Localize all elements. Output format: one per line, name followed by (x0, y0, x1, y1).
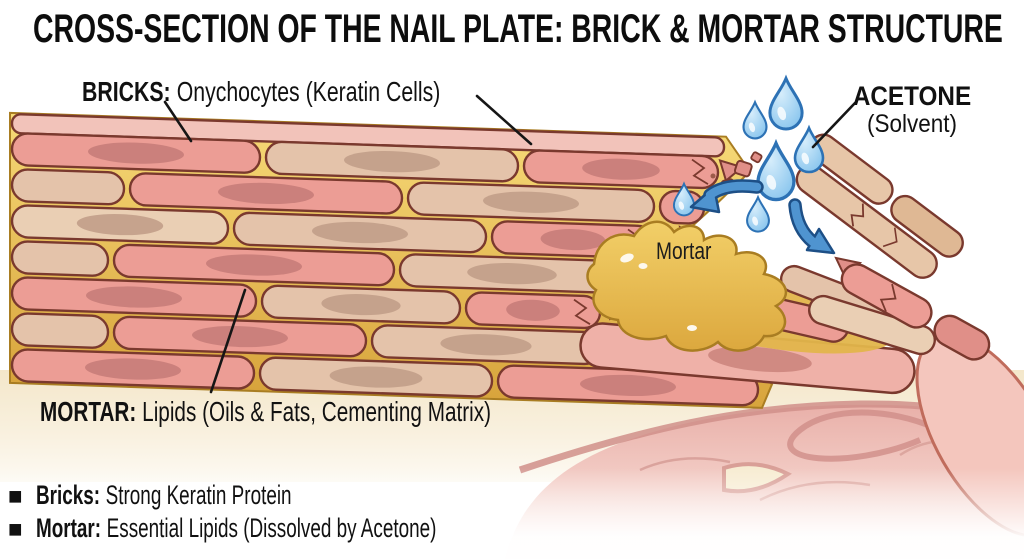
cell-nucleus (321, 293, 401, 316)
legend-item-mortar: Mortar:Essential Lipids (Dissolved by Ac… (36, 513, 436, 543)
crack-line (573, 298, 591, 325)
legend: ■ Bricks:Strong Keratin Protein ■ Mortar… (8, 480, 436, 543)
onychocyte-cell (579, 322, 916, 395)
cell-nucleus (540, 229, 606, 251)
dissolve-arrow-left-icon (689, 179, 764, 214)
cell-nucleus (344, 150, 440, 173)
cell-nucleus (580, 374, 676, 397)
acetone-droplet-icon (672, 181, 696, 217)
acetone-droplet-icon (746, 194, 770, 233)
cell-nucleus (329, 366, 423, 388)
bricks-label: BRICKS:Onychocytes (Keratin Cells) (82, 76, 440, 108)
detached-cell-pieces (795, 133, 991, 361)
acetone-label: ACETONE (853, 82, 971, 111)
cell-nucleus (88, 142, 184, 164)
bricks-pointer-line-2 (475, 94, 533, 146)
cell-nucleus (467, 262, 557, 285)
callout-lines (163, 94, 857, 394)
mortar-callout: Mortar (656, 237, 711, 265)
acetone-droplet-icon (768, 74, 804, 131)
cell-nucleus (192, 325, 288, 348)
acetone-sublabel: (Solvent) (867, 110, 957, 138)
bricks-pointer-line-1 (163, 100, 193, 143)
mortar-splash (586, 220, 788, 352)
mortar-label: MORTAR:Lipids (Oils & Fats, Cementing Ma… (40, 397, 491, 428)
cell-nucleus (218, 182, 314, 205)
onychocyte-cell (10, 240, 110, 277)
cell-nucleus (506, 299, 560, 321)
dissolve-arrow-right-icon (788, 198, 836, 255)
acetone-pointer-line (811, 101, 857, 149)
tissue-curl-line (787, 409, 937, 462)
bottom-fade (0, 468, 1024, 559)
cell-nucleus (582, 158, 660, 180)
legend-bullet-icon: ■ (8, 483, 23, 510)
onychocyte-cell (10, 312, 110, 349)
onychocyte-cell (10, 168, 126, 206)
cell-nucleus (312, 221, 408, 244)
legend-item-bricks: Bricks:Strong Keratin Protein (36, 480, 292, 510)
cell-nucleus (76, 213, 164, 236)
mortar-pointer-line (209, 288, 247, 394)
cell-nucleus (440, 334, 532, 356)
cell-nucleus (206, 254, 302, 276)
acetone-droplet-icon (756, 138, 796, 202)
acetone-droplet-icon (793, 124, 825, 174)
legend-bullet-icon: ■ (8, 516, 23, 543)
crack-line (691, 158, 709, 185)
cell-nucleus (86, 286, 182, 308)
cell-nucleus (483, 191, 579, 213)
acetone-droplets (672, 74, 825, 233)
page-title: CROSS-SECTION OF THE NAIL PLATE: BRICK &… (33, 7, 1003, 51)
cell-nucleus (85, 358, 181, 380)
acetone-droplet-icon (742, 99, 768, 140)
